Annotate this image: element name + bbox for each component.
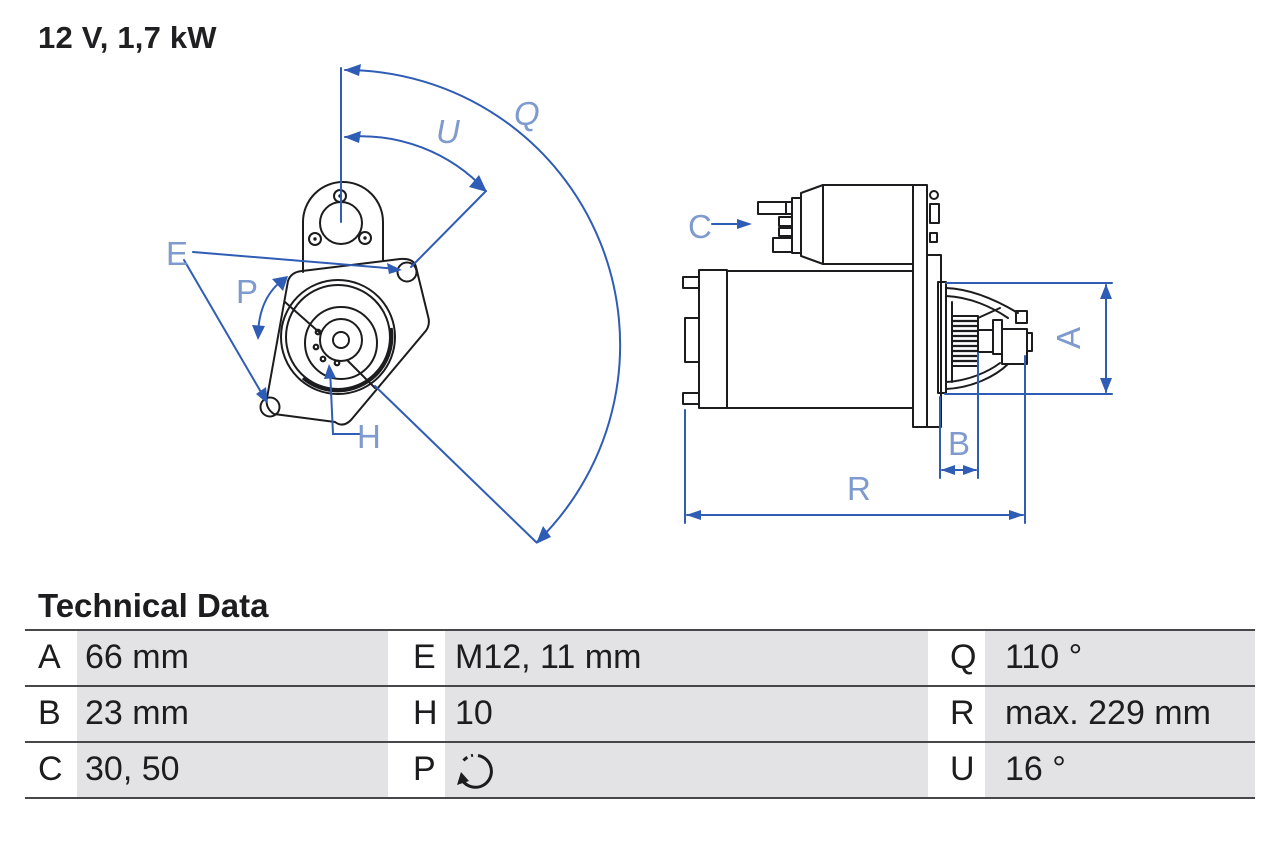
shaft-end-bearing xyxy=(1001,328,1028,365)
value-u: 16 ° xyxy=(1005,750,1066,788)
label-u: U xyxy=(436,113,460,150)
table-rule xyxy=(25,797,1255,799)
cell-bg xyxy=(77,743,388,797)
value-b: 23 mm xyxy=(85,694,189,732)
technical-drawing: U Q E P H xyxy=(166,64,1113,544)
label-r: R xyxy=(847,470,871,507)
label-a: A xyxy=(1050,327,1087,349)
cell-bg xyxy=(445,743,928,797)
cell-bg xyxy=(985,687,1255,741)
cell-bg xyxy=(985,631,1255,685)
value-e: M12, 11 mm xyxy=(455,638,642,676)
cell-bg xyxy=(77,631,388,685)
value-h: 10 xyxy=(455,694,493,732)
rotation-direction-icon xyxy=(457,753,493,789)
flange-bolt-hole-top xyxy=(396,261,418,283)
mounting-flange-outline xyxy=(265,257,430,426)
key-b: B xyxy=(38,694,61,732)
motor-body xyxy=(726,270,914,409)
starter-front-view xyxy=(259,181,430,426)
pinion-circle xyxy=(319,318,363,362)
flange-bolt-hole-bottom xyxy=(259,396,281,418)
key-p: P xyxy=(413,750,436,788)
label-h: H xyxy=(357,418,381,455)
key-r: R xyxy=(950,694,975,732)
value-c: 30, 50 xyxy=(85,750,180,788)
side-view-dimensions: C A B R xyxy=(684,208,1113,524)
label-c: C xyxy=(688,208,712,245)
starter-side-view xyxy=(682,184,1033,428)
key-a: A xyxy=(38,638,61,676)
solenoid-terminal xyxy=(757,201,793,215)
key-c: C xyxy=(38,750,63,788)
cell-bg xyxy=(445,687,928,741)
value-q: 110 ° xyxy=(1005,638,1083,676)
cell-bg xyxy=(985,743,1255,797)
key-q: Q xyxy=(950,638,977,676)
label-b: B xyxy=(948,425,970,462)
key-h: H xyxy=(413,694,438,732)
label-e: E xyxy=(166,235,188,272)
page-title: 12 V, 1,7 kW xyxy=(38,20,217,55)
label-q: Q xyxy=(514,95,540,132)
key-u: U xyxy=(950,750,975,788)
cell-bg xyxy=(77,687,388,741)
cell-bg xyxy=(445,631,928,685)
key-e: E xyxy=(413,638,436,676)
technical-data-heading: Technical Data xyxy=(38,587,269,624)
table-rule xyxy=(25,629,1255,631)
solenoid xyxy=(822,184,914,265)
label-p: P xyxy=(236,273,258,310)
table-rule xyxy=(25,685,1255,687)
front-view-dimensions: U Q E P H xyxy=(166,64,622,544)
table-rule xyxy=(25,741,1255,743)
value-r: max. 229 mm xyxy=(1005,694,1211,732)
value-a: 66 mm xyxy=(85,638,189,676)
